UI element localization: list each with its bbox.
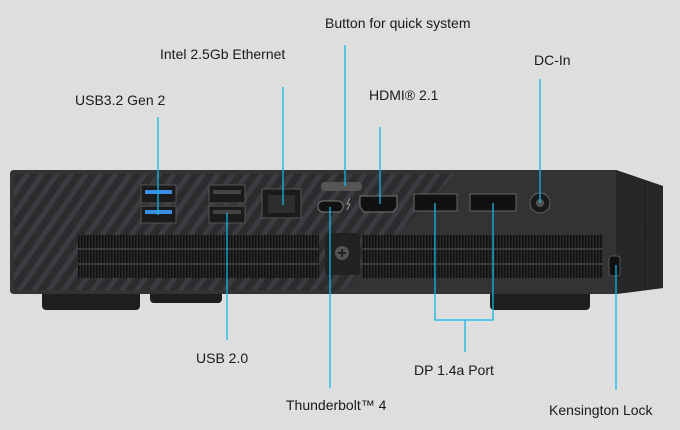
label-ethernet: Intel 2.5Gb Ethernet xyxy=(160,46,286,62)
kensington-slot xyxy=(608,255,621,277)
label-button: Button for quick system xyxy=(325,15,471,31)
label-dp: DP 1.4a Port xyxy=(414,362,494,378)
label-usb20: USB 2.0 xyxy=(196,350,249,366)
vent-right xyxy=(362,235,603,278)
quick-system-button xyxy=(321,182,362,191)
label-kensington: Kensington Lock xyxy=(549,402,653,418)
callout-lines xyxy=(157,45,617,390)
label-dcin: DC-In xyxy=(534,52,571,68)
label-usb32: USB3.2 Gen 2 xyxy=(75,92,166,108)
vent-left xyxy=(78,235,319,278)
hdmi-port xyxy=(359,195,398,213)
label-thunderbolt: Thunderbolt™ 4 xyxy=(286,397,387,413)
thunderbolt-icon xyxy=(346,197,351,211)
label-hdmi: HDMI® 2.1 xyxy=(369,87,439,103)
